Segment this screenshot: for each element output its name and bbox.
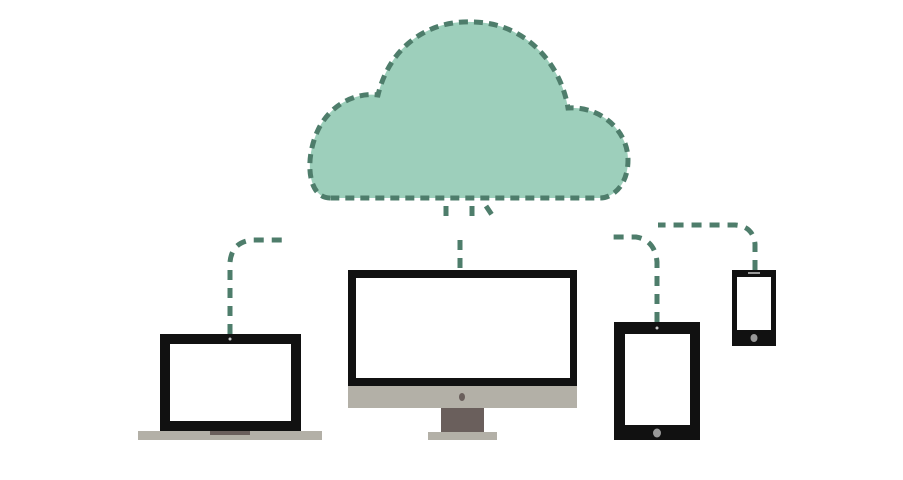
connection-line-tablet — [613, 234, 660, 322]
connection-line-phone — [658, 222, 758, 270]
desktop-monitor-icon — [348, 270, 577, 440]
connection-stub — [483, 204, 497, 220]
connection-line-laptop — [227, 237, 285, 334]
cloud-icon — [307, 19, 631, 201]
tablet-icon — [614, 322, 700, 440]
laptop-icon — [138, 334, 322, 440]
smartphone-icon — [732, 270, 776, 346]
